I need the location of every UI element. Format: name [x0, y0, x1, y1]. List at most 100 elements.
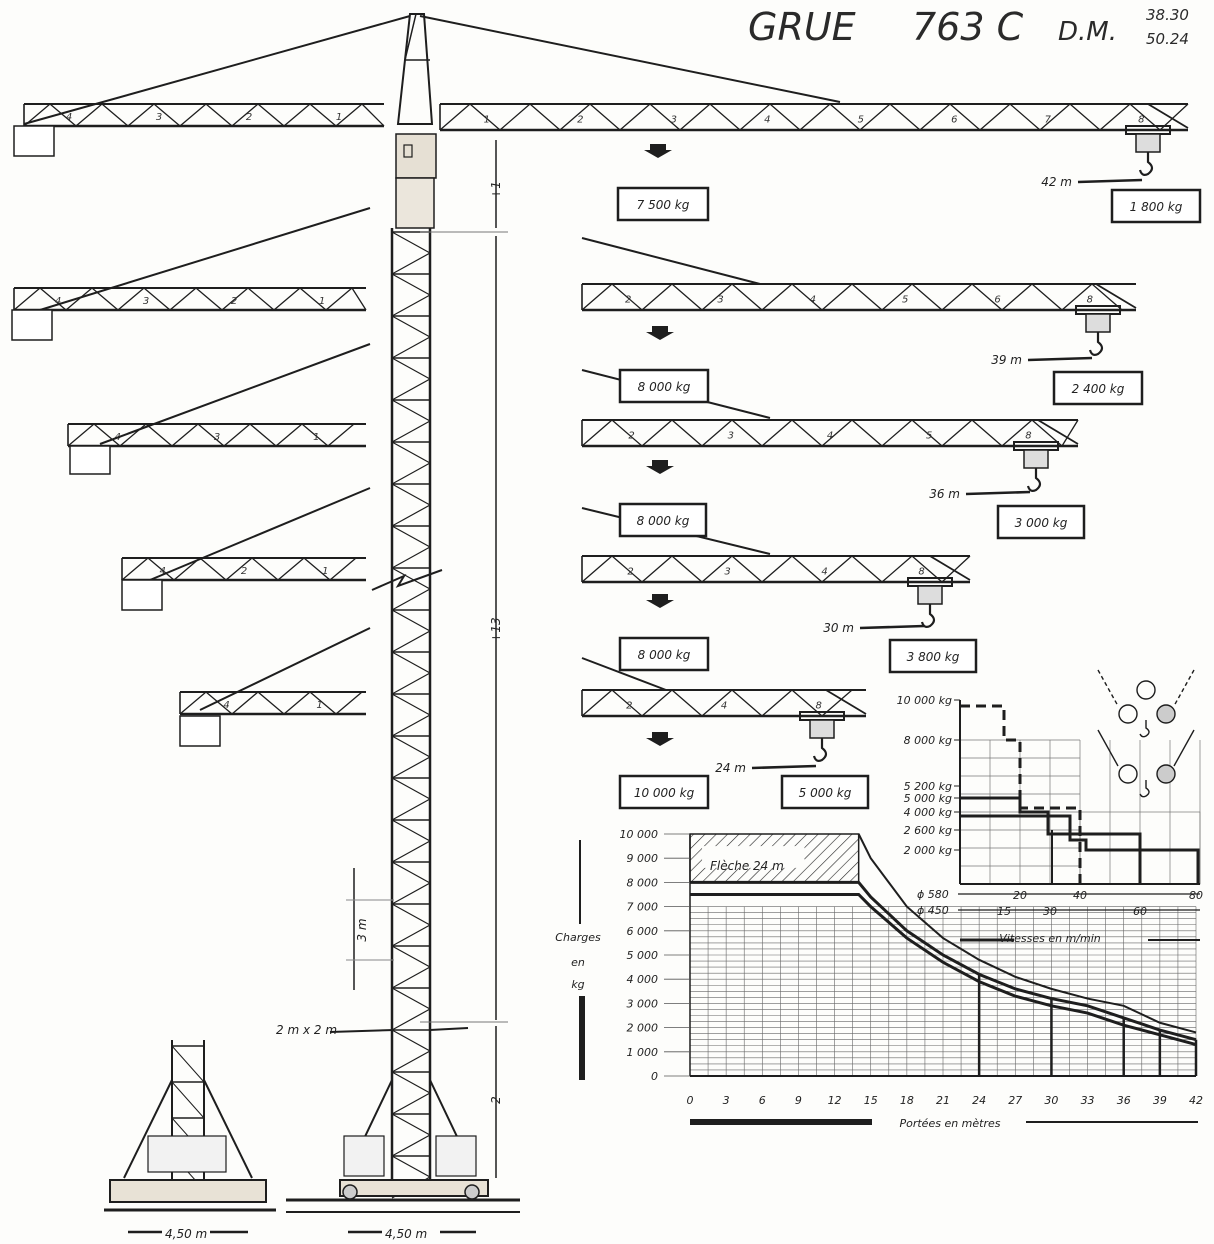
- counter-jib-lattice: [179, 691, 207, 715]
- mast-diagonal: [391, 588, 431, 611]
- chart-series-line: [690, 893, 1197, 1046]
- chart-y-tick: 1 000: [627, 1046, 659, 1059]
- hook-icon: [1138, 152, 1154, 176]
- boom-segment-label: 4: [810, 295, 816, 306]
- mast-diagonal: [391, 462, 431, 485]
- counter-jib-segment-label: 4: [66, 112, 72, 123]
- reach-label: 24 m: [715, 761, 746, 775]
- title-suffix: D.M.: [1058, 17, 1117, 47]
- mast-diagonal: [391, 441, 431, 464]
- boom-lattice: [761, 555, 793, 583]
- speed-step-solid: [960, 814, 1200, 884]
- counter-jib-lattice: [335, 691, 363, 715]
- mast-diagonal: [391, 1134, 431, 1157]
- boom-segment-label: 3: [671, 115, 677, 126]
- boom-segment-label: 8: [815, 701, 821, 712]
- boom-lattice: [581, 689, 613, 717]
- boom-lattice: [761, 283, 793, 311]
- boom-segment-label: 8: [1025, 431, 1031, 442]
- mast-diagonal: [391, 504, 431, 527]
- boom-lattice: [641, 689, 673, 717]
- hook-icon: [1139, 780, 1150, 798]
- boom-lattice: [799, 103, 831, 131]
- counter-load-box: [618, 636, 710, 672]
- counter-load-value: 10 000 kg: [634, 786, 695, 800]
- speed-step-solid: [960, 796, 1142, 884]
- mast-diagonal: [391, 630, 431, 653]
- tip-load-box: [780, 774, 870, 810]
- chart-x-tick: 12: [828, 1094, 842, 1107]
- counter-jib-lattice: [283, 103, 311, 127]
- boom-lattice: [1099, 103, 1131, 131]
- speed-step-dashed: [960, 704, 1082, 884]
- boom-lattice: [611, 689, 643, 717]
- boom-lattice: [979, 103, 1011, 131]
- boom-segment-label: 2: [628, 431, 634, 442]
- counter-jib-lattice: [101, 103, 129, 127]
- boom-segment-label: 8: [918, 567, 924, 578]
- hook-block: [1023, 449, 1049, 469]
- counter-jib-lattice: [231, 691, 259, 715]
- tip-load-value: 3 000 kg: [1015, 516, 1068, 530]
- boom-tip-taper: [825, 689, 867, 715]
- counter-jib-segment-label: 4: [55, 296, 61, 307]
- ballast-blocks: [435, 1135, 477, 1177]
- sheave-icon: [1136, 680, 1156, 700]
- boom-lattice: [1061, 419, 1079, 447]
- boom-lattice: [701, 419, 733, 447]
- boom-segment-label: 4: [827, 431, 833, 442]
- counterweight-block: [11, 309, 53, 341]
- boom-lattice: [641, 283, 673, 311]
- tip-load-box: [888, 638, 978, 674]
- counter-jib-segment-label: 1: [322, 566, 328, 577]
- mast-diagonal: [391, 1113, 431, 1136]
- boom-lattice: [1039, 103, 1071, 131]
- boom-lattice: [679, 103, 711, 131]
- mast-diagonal: [391, 1008, 431, 1031]
- boom-lattice: [581, 419, 613, 447]
- counter-jib-lattice: [199, 557, 227, 581]
- hook-icon: [1139, 720, 1150, 738]
- boom-lattice: [911, 419, 943, 447]
- chart-x-tick: 15: [864, 1094, 878, 1107]
- boom-lattice: [581, 283, 613, 311]
- spec-bottom: 50.24: [1146, 30, 1189, 48]
- mast-diagonal: [391, 399, 431, 422]
- boom-segment-label: 2: [625, 295, 631, 306]
- boom-lattice: [911, 283, 943, 311]
- boom-lattice: [851, 419, 883, 447]
- counter-jib: 431: [67, 343, 371, 475]
- down-arrow-icon: [644, 144, 672, 158]
- reeving-rope: [1173, 729, 1195, 767]
- chart-ylabel-3: kg: [571, 978, 584, 991]
- mast-diagonal: [391, 1050, 431, 1073]
- mast-diagonal: [391, 882, 431, 905]
- boom-lattice: [731, 283, 763, 311]
- boom-tie-cable: [581, 657, 667, 691]
- counter-jib-lattice: [249, 423, 277, 447]
- section-size-leader: [329, 1029, 395, 1033]
- counter-jib-lattice: [39, 287, 67, 311]
- counter-jib-lattice: [283, 691, 311, 715]
- chart-xlabel: Portées en mètres: [899, 1117, 1000, 1130]
- hook-icon: [812, 738, 828, 762]
- mast-diagonal: [391, 1092, 431, 1115]
- boom-segment-label: 2: [626, 701, 632, 712]
- mast-section-size: 2 m x 2 m: [276, 1023, 337, 1037]
- counter-jib-lattice: [153, 103, 181, 127]
- boom-segment-label: 4: [764, 115, 770, 126]
- boom-segment-label: 5: [902, 295, 908, 306]
- sheave-icon: [1118, 704, 1138, 724]
- speed-row1-tick: 20: [1013, 889, 1027, 902]
- mast-diagonal: [391, 735, 431, 758]
- counter-jib-segment-label: 3: [143, 296, 149, 307]
- mast-diagonal: [391, 609, 431, 632]
- chart-ylabel-1: Charges: [555, 931, 601, 944]
- boom-lattice: [641, 419, 673, 447]
- boom-lattice: [701, 689, 733, 717]
- counter-load-value: 8 000 kg: [637, 514, 690, 528]
- counter-jib-lattice: [143, 287, 171, 311]
- base-details: [104, 1040, 520, 1234]
- speed-y-label: 2 600 kg: [904, 824, 952, 837]
